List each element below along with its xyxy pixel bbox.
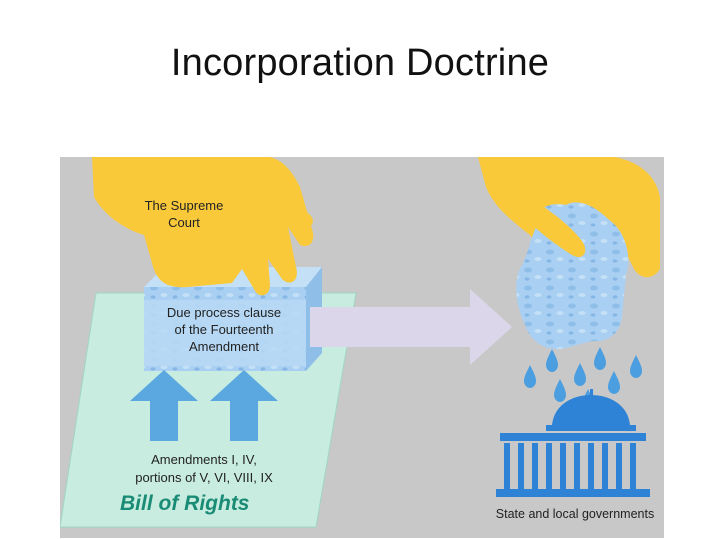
hand-label-line-2: Court [168,215,200,230]
sponge-block [144,267,322,371]
water-drop [554,379,566,402]
up-arrow-right [210,370,278,441]
water-drop [630,355,642,378]
water-drop [524,365,536,388]
water-drop [574,363,586,386]
supreme-court-hand [92,157,314,296]
water-drop [594,347,606,370]
amendments-line-1: Amendments I, IV, [151,452,257,467]
incorporation-diagram: The Supreme Court Due process clause of … [60,157,664,538]
squeezing-hand-front [526,197,586,258]
transfer-arrow [310,289,512,365]
slide-title: Incorporation Doctrine [170,42,550,84]
bill-of-rights-label: Bill of Rights [120,492,250,515]
sponge-label-line-1: Due process clause [167,305,281,320]
sponge-label-line-2: of the Fourteenth [174,322,273,337]
water-drop [546,349,558,372]
state-local-label: State and local governments [496,507,654,521]
water-drop [608,371,620,394]
supreme-court-thumb [270,191,313,228]
sponge-label-line-3: Amendment [189,339,259,354]
amendments-line-2: portions of V, VI, VIII, IX [135,470,273,485]
up-arrow-left [130,370,198,441]
hand-label-line-1: The Supreme [145,198,224,213]
squeezed-sponge [516,202,629,350]
capitol-building-icon [496,389,650,497]
